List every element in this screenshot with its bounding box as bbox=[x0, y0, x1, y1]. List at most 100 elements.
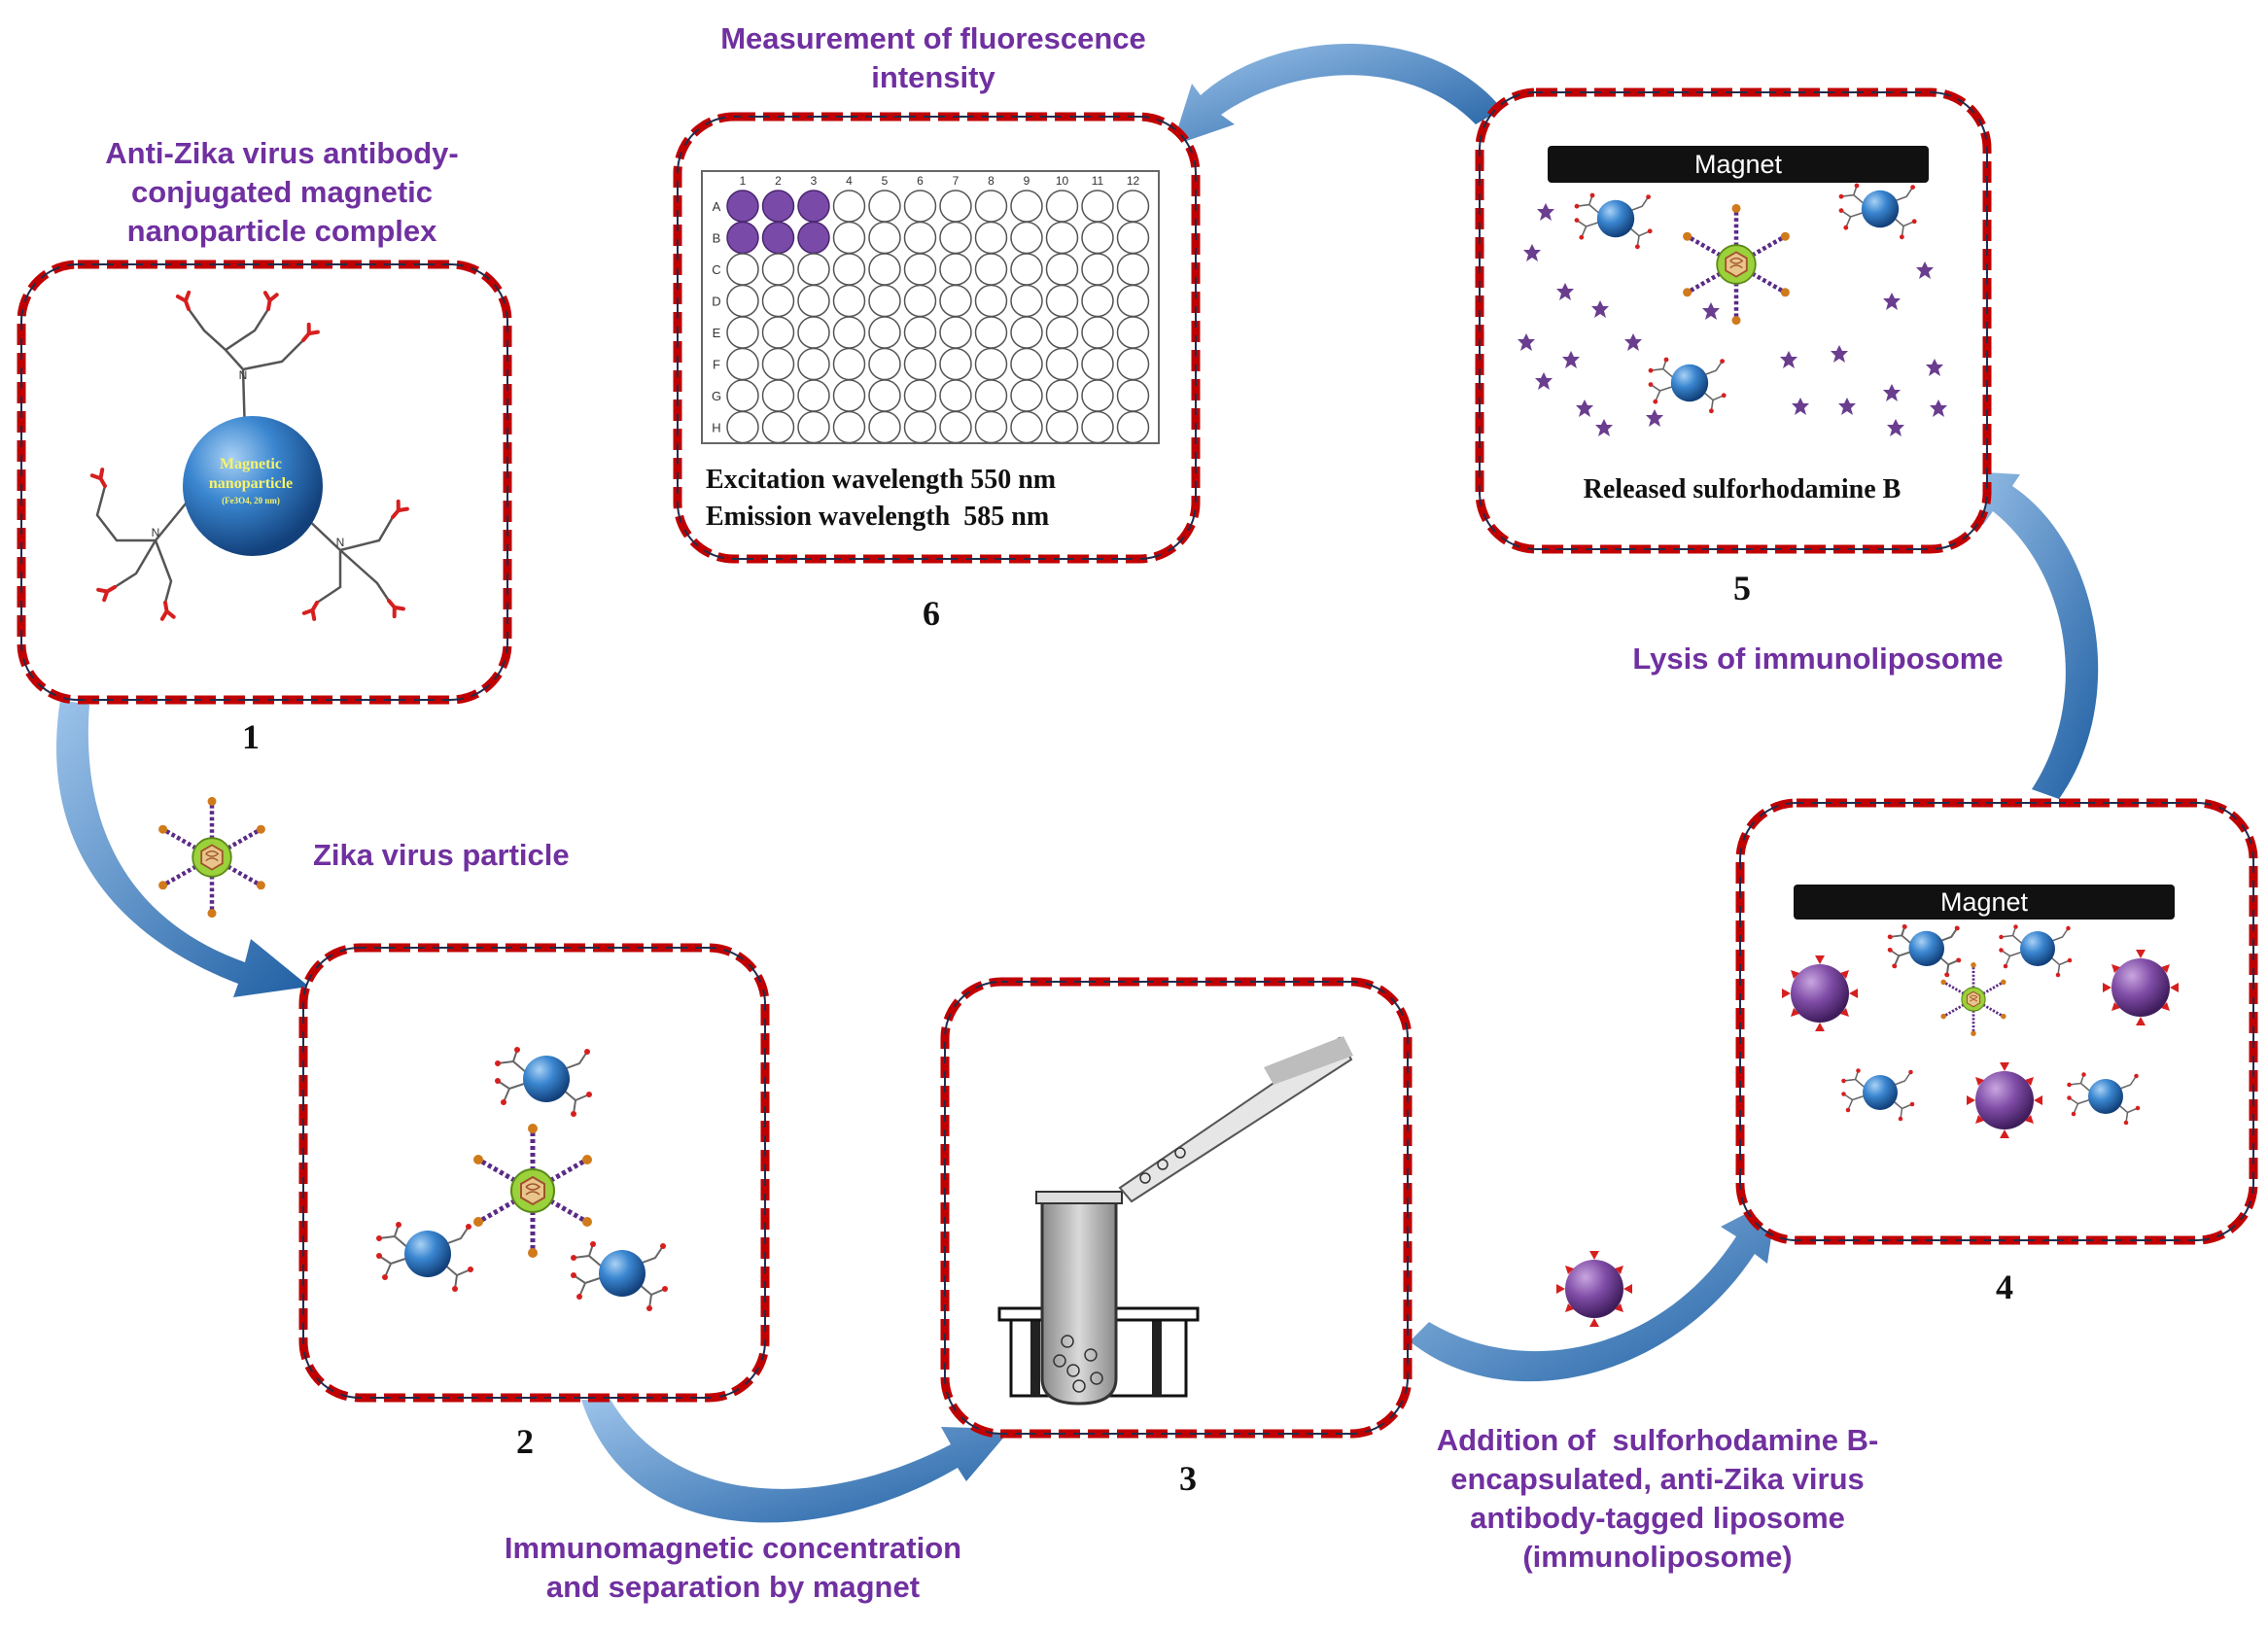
emission-wavelength-text: Emission wavelength 585 nm bbox=[706, 502, 1049, 532]
plate-well bbox=[903, 347, 937, 381]
zika-virus-particle-label: Zika virus particle bbox=[313, 838, 570, 872]
plate-well-filled bbox=[797, 221, 830, 255]
plate-well bbox=[726, 347, 759, 381]
svg-text:N: N bbox=[152, 526, 160, 539]
plate-well bbox=[1010, 221, 1043, 255]
arrow-3-to-4 bbox=[1410, 1198, 1777, 1382]
plate-well bbox=[726, 379, 759, 412]
plate-well bbox=[939, 221, 972, 255]
plate-well bbox=[1045, 410, 1079, 444]
step-4-magnet-bar bbox=[1794, 885, 2175, 920]
plate-well bbox=[903, 316, 937, 349]
plate-well bbox=[1116, 379, 1150, 412]
plate-well bbox=[1081, 410, 1114, 444]
plate-well bbox=[1116, 347, 1150, 381]
plate-well bbox=[832, 316, 866, 349]
plate-well bbox=[1116, 190, 1150, 223]
plate-well bbox=[1010, 347, 1043, 381]
immunoliposome-legend-icon bbox=[1556, 1251, 1632, 1327]
plate-well bbox=[1116, 284, 1150, 318]
plate-well bbox=[1081, 347, 1114, 381]
plate-well bbox=[761, 253, 795, 286]
plate-well bbox=[726, 284, 759, 318]
tube-and-magnet-rack-illustration bbox=[997, 1036, 1353, 1406]
plate-well bbox=[832, 284, 866, 318]
addition-label-line-4: (immunoliposome) bbox=[1522, 1540, 1792, 1574]
plate-well bbox=[939, 410, 972, 444]
step-1-label-line-2: conjugated magnetic bbox=[131, 175, 433, 209]
plate-well bbox=[868, 410, 901, 444]
plate-column-label: 6 bbox=[917, 174, 924, 188]
plate-well bbox=[1116, 410, 1150, 444]
plate-well bbox=[974, 379, 1008, 412]
concentration-label-line-1: Immunomagnetic concentration bbox=[505, 1531, 961, 1565]
plate-column-label: 5 bbox=[882, 174, 889, 188]
plate-well bbox=[761, 284, 795, 318]
plate-well bbox=[939, 347, 972, 381]
arrow-1-to-2 bbox=[56, 700, 310, 997]
magnetic-nanoparticle-complex: N N N bbox=[89, 290, 409, 621]
plate-well bbox=[1081, 190, 1114, 223]
step-5-magnet-bar bbox=[1548, 146, 1929, 183]
plate-well bbox=[868, 284, 901, 318]
addition-label-line-2: encapsulated, anti-Zika virus bbox=[1450, 1462, 1865, 1496]
plate-well bbox=[868, 190, 901, 223]
svg-text:N: N bbox=[336, 536, 345, 549]
svg-text:N: N bbox=[239, 368, 248, 382]
plate-column-label: 9 bbox=[1024, 174, 1030, 188]
step-1-label-line-3: nanoparticle complex bbox=[127, 214, 437, 248]
plate-well bbox=[832, 379, 866, 412]
plate-well bbox=[903, 410, 937, 444]
plate-column-label: 12 bbox=[1127, 174, 1140, 188]
plate-well bbox=[832, 410, 866, 444]
plate-well bbox=[1081, 221, 1114, 255]
plate-row-label: G bbox=[712, 389, 721, 403]
arrow-4-to-5 bbox=[1952, 470, 2099, 799]
plate-column-label: 1 bbox=[740, 174, 747, 188]
addition-label-line-1: Addition of sulforhodamine B- bbox=[1437, 1423, 1879, 1457]
plate-well bbox=[761, 347, 795, 381]
plate-well bbox=[939, 253, 972, 286]
plate-well bbox=[1081, 284, 1114, 318]
plate-well-filled bbox=[761, 190, 795, 223]
plate-column-label: 3 bbox=[811, 174, 818, 188]
arrow-2-to-3 bbox=[581, 1400, 1011, 1523]
plate-well bbox=[939, 316, 972, 349]
plate-well bbox=[832, 347, 866, 381]
measurement-label-line-1: Measurement of fluorescence bbox=[720, 21, 1146, 55]
plate-well bbox=[868, 253, 901, 286]
plate-well bbox=[797, 284, 830, 318]
plate-well bbox=[1045, 379, 1079, 412]
plate-well bbox=[761, 379, 795, 412]
step-number-3: 3 bbox=[1179, 1459, 1197, 1498]
plate-row-label: E bbox=[713, 326, 721, 340]
step-5-magnet-label: Magnet bbox=[1694, 150, 1783, 179]
plate-well bbox=[868, 316, 901, 349]
plate-well bbox=[974, 253, 1008, 286]
plate-well bbox=[868, 221, 901, 255]
plate-well bbox=[1010, 284, 1043, 318]
plate-well bbox=[974, 284, 1008, 318]
plate-well bbox=[939, 284, 972, 318]
plate-row-label: H bbox=[712, 421, 720, 435]
arrow-5-to-6 bbox=[1172, 43, 1502, 146]
plate-well bbox=[868, 379, 901, 412]
plate-well bbox=[974, 316, 1008, 349]
step-number-6: 6 bbox=[923, 594, 940, 633]
released-sulforhodamine-caption: Released sulforhodamine B bbox=[1584, 474, 1902, 504]
lysis-label: Lysis of immunoliposome bbox=[1632, 642, 2003, 676]
plate-column-label: 10 bbox=[1056, 174, 1069, 188]
plate-well bbox=[1116, 253, 1150, 286]
plate-well bbox=[1081, 253, 1114, 286]
magnetic-nanoparticle-label-line-2: nanoparticle bbox=[209, 475, 293, 492]
plate-row-label: F bbox=[713, 358, 720, 372]
plate-well bbox=[974, 190, 1008, 223]
plate-well bbox=[1045, 190, 1079, 223]
plate-well bbox=[726, 253, 759, 286]
plate-wells bbox=[726, 190, 1150, 444]
plate-well bbox=[761, 410, 795, 444]
